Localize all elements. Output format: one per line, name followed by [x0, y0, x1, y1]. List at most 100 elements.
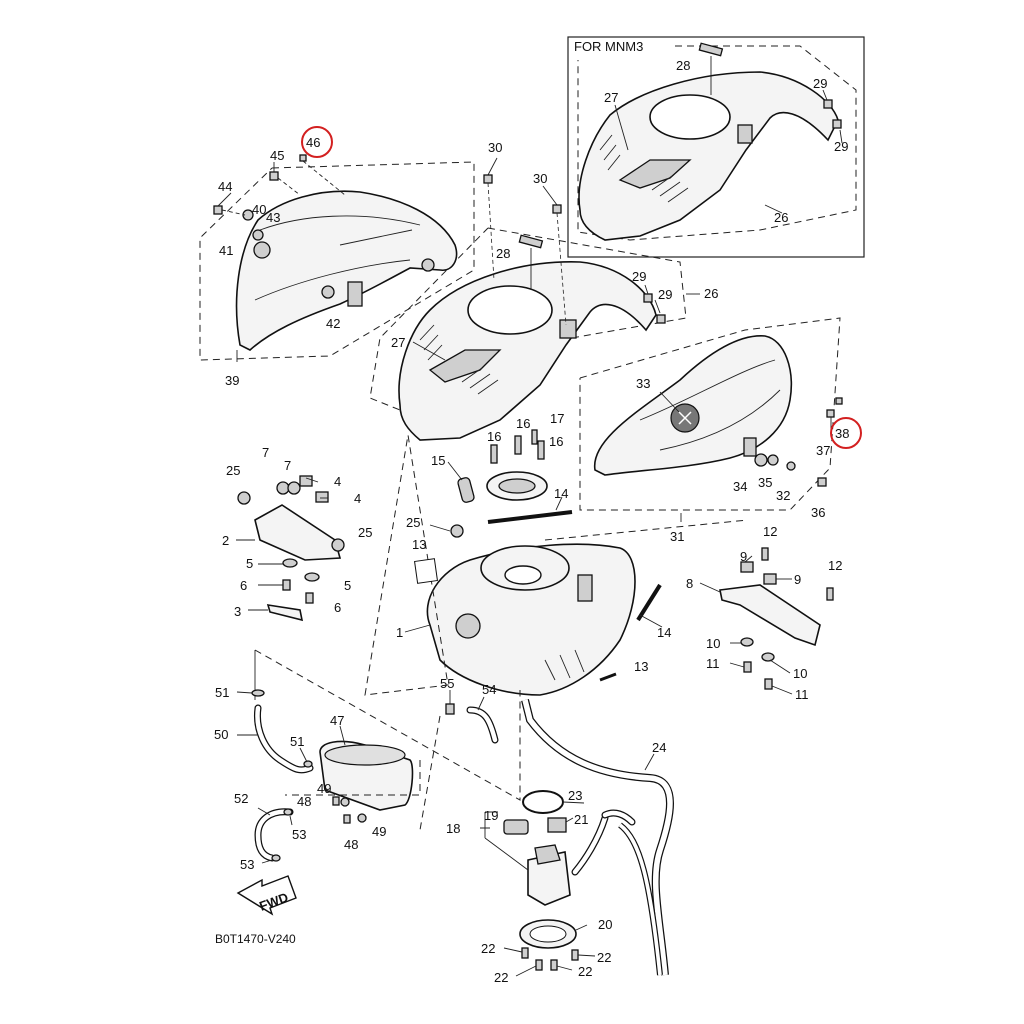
callout-30b: 30	[533, 171, 547, 186]
callout-5b: 5	[344, 578, 351, 593]
callout-35: 35	[758, 475, 772, 490]
bolt-12a	[761, 547, 769, 561]
label-13a	[414, 558, 438, 584]
evap-group	[236, 649, 521, 864]
collar-35	[767, 454, 779, 466]
collar-5a	[282, 558, 298, 568]
callout-31: 31	[670, 529, 684, 544]
filler-cap-group	[414, 429, 663, 682]
callout-25a: 25	[226, 463, 240, 478]
screws-30	[483, 157, 567, 326]
screw-44	[213, 205, 223, 215]
callout-5a: 5	[246, 556, 253, 571]
bracket-8-group	[544, 519, 834, 695]
screw-30b	[552, 204, 562, 214]
callout-20: 20	[598, 917, 612, 932]
callout-6a: 6	[240, 578, 247, 593]
o-ring-23	[522, 790, 564, 814]
side-cover-bracket	[347, 281, 363, 307]
callout-49a: 49	[317, 781, 331, 796]
tank-cover-mnm3-vent	[618, 159, 692, 189]
callout-7a: 7	[262, 445, 269, 460]
clip-55	[445, 703, 455, 715]
callout-28a: 28	[676, 58, 690, 73]
callout-51b: 51	[290, 734, 304, 749]
callout-14b: 14	[657, 625, 671, 640]
clip-46	[299, 154, 307, 162]
damper-9a	[740, 561, 754, 573]
callout-39: 39	[225, 373, 239, 388]
bolt-7a	[276, 481, 290, 495]
callout-19: 19	[484, 808, 498, 823]
label-13b	[599, 672, 617, 682]
clip-51b	[303, 760, 313, 768]
fuel-pump-18	[527, 851, 571, 906]
callout-labels: 1 2 3 4 4 5 5 6 6 7 7 8 9 9 10 10 11 11 …	[214, 58, 849, 985]
tank-mount	[455, 613, 481, 639]
bolt-6a	[282, 579, 291, 591]
diagram-code: B0T1470-V240	[215, 932, 296, 946]
callout-28b: 28	[496, 246, 510, 261]
callout-34: 34	[733, 479, 747, 494]
callout-22c: 22	[494, 970, 508, 985]
callout-1: 1	[396, 625, 403, 640]
inset-dash-outline	[577, 45, 857, 241]
callout-11a: 11	[706, 656, 720, 671]
callout-51a: 51	[215, 685, 229, 700]
callout-2: 2	[222, 533, 229, 548]
damper-25b	[331, 538, 345, 552]
fwd-arrow-icon	[236, 875, 297, 916]
collar-5b	[304, 572, 320, 582]
hose-14b	[636, 583, 662, 622]
bolt-7b	[287, 481, 301, 495]
callout-49b: 49	[372, 824, 386, 839]
callout-22b: 22	[597, 950, 611, 965]
callout-29c: 29	[632, 269, 646, 284]
callout-52: 52	[234, 791, 248, 806]
bolt-48b	[343, 814, 351, 824]
side-cover-left-group	[199, 154, 475, 362]
tank-cover-group	[369, 227, 700, 441]
bolt-22b	[571, 949, 579, 961]
callout-33: 33	[636, 376, 650, 391]
collar-49a	[340, 797, 350, 807]
tank-cover-opening	[467, 285, 553, 335]
callout-6b: 6	[334, 600, 341, 615]
tank-cover-mnm3-opening	[649, 94, 731, 140]
callout-27a: 27	[604, 90, 618, 105]
inset-title: FOR MNM3	[574, 39, 643, 54]
fuel-pump-group	[480, 790, 636, 977]
callout-37: 37	[816, 443, 830, 458]
callout-48b: 48	[344, 837, 358, 852]
callout-53a: 53	[292, 827, 306, 842]
inset-frame	[567, 36, 865, 258]
callout-41: 41	[219, 243, 233, 258]
bolt-6b	[305, 592, 314, 604]
screw-30a	[483, 174, 493, 184]
callout-55: 55	[440, 676, 454, 691]
callout-26a: 26	[774, 210, 788, 225]
callout-54: 54	[482, 682, 496, 697]
hose-24-group	[521, 699, 674, 976]
bolt-22d	[550, 959, 558, 971]
callout-7b: 7	[284, 458, 291, 473]
bolt-16a	[490, 444, 498, 464]
callout-16c: 16	[549, 434, 563, 449]
tank-cover-vent	[428, 349, 502, 383]
callout-16b: 16	[516, 416, 530, 431]
callout-50: 50	[214, 727, 228, 742]
callout-12a: 12	[763, 524, 777, 539]
callout-9b: 9	[794, 572, 801, 587]
callout-11b: 11	[795, 687, 809, 702]
callout-18: 18	[446, 821, 460, 836]
callout-44: 44	[218, 179, 232, 194]
cover-bracket	[737, 124, 753, 144]
callout-13a: 13	[412, 537, 426, 552]
highlight-38	[830, 417, 862, 449]
bolt-16b	[514, 435, 522, 455]
emblem-28	[518, 234, 544, 249]
callout-12b: 12	[828, 558, 842, 573]
callout-25c: 25	[406, 515, 420, 530]
plate-3	[266, 604, 304, 622]
